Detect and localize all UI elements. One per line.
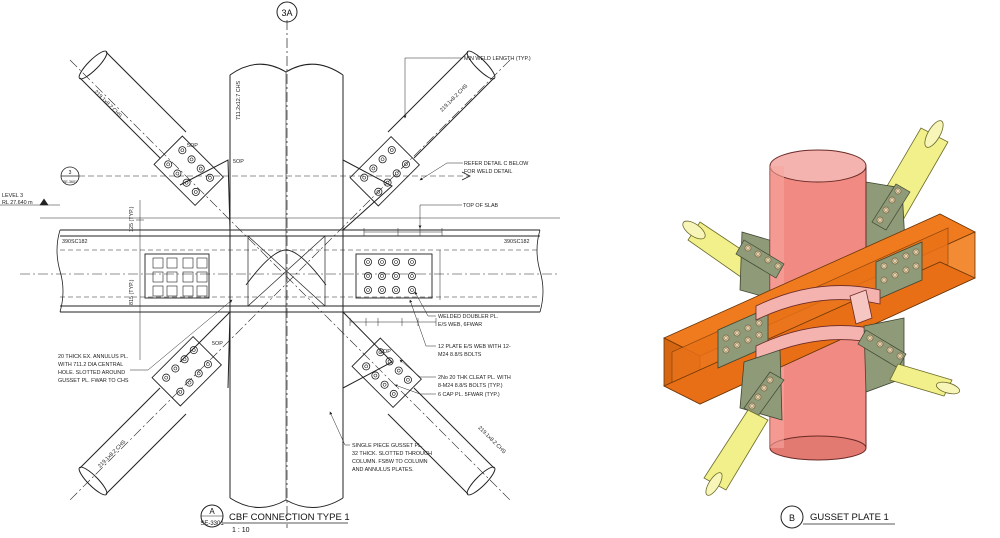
elevation-drawing — [0, 1, 560, 528]
annotation-gusset-1: SINGLE PIECE GUSSET PL. — [352, 443, 423, 449]
brace-upper-right — [387, 50, 496, 159]
annotation-annulus-3: HOLE. SLOTTED AROUND — [58, 370, 125, 376]
cleat-plate-lr — [351, 337, 422, 408]
annotation-cleat-2: 8-M24 8.8/S BOLTS (TYP.) — [438, 383, 503, 389]
annotation-gusset-3: COLUMN. FSBW TO COLUMN — [352, 459, 428, 465]
brace-lower-right — [387, 387, 496, 496]
brace-lower-left — [78, 387, 187, 496]
title-block-a: A SE-3301 CBF CONNECTION TYPE 1 1 : 10 — [200, 504, 350, 534]
web-plate-left — [144, 253, 210, 299]
side-dim-2: 815 (TYP.) — [129, 279, 135, 305]
annotation-refer-detail-2: FOR WELD DETAIL — [464, 169, 512, 175]
weld-mark-2: 5OP — [233, 159, 244, 165]
cleat-3d-upper-right — [871, 183, 911, 231]
dimension-lines — [136, 200, 443, 360]
level-rl: RL 27.640 m — [2, 200, 33, 206]
isometric-model — [663, 120, 976, 496]
column — [229, 63, 344, 508]
section-marker — [60, 166, 471, 186]
web-plate-3d-right — [875, 241, 923, 301]
annotation-plate-bolts-1: 12 PLATE E/S WEB WITH 12- — [438, 344, 511, 350]
weld-mark-4: 5OP — [380, 349, 391, 355]
cleat-plate-ul — [153, 135, 224, 206]
level-label: LEVEL 3 — [2, 193, 23, 199]
section-marker-bottom: SE-3601 — [63, 180, 77, 184]
brace-3d-lower-right — [889, 363, 961, 397]
brace-label-ur: 219.1x8.2 CHS — [439, 83, 469, 113]
brace-label-ul: 219.1x8.2 CHS — [93, 89, 123, 119]
beam — [40, 217, 560, 313]
weld-mark-1: 5OP — [187, 143, 198, 149]
annotation-doubler-2: E/S WEB, 6FWAR — [438, 322, 482, 328]
annotation-cleat-1: 2No 20 THK CLEAT PL. WITH — [438, 375, 511, 381]
title-b-text: GUSSET PLATE 1 — [810, 512, 889, 523]
gusset-plate — [179, 159, 393, 389]
title-block-b: B GUSSET PLATE 1 — [780, 505, 895, 529]
annulus-plate-3d — [755, 285, 881, 361]
stiffener-lines — [247, 235, 326, 307]
annotation-annulus-4: GUSSET PL. FWAR TO CHS — [58, 378, 129, 384]
web-plate-right — [355, 253, 433, 299]
cleat-plate-ll — [151, 336, 222, 407]
brace-3d-lower-left — [703, 409, 769, 496]
cleat-3d-upper-left — [735, 239, 785, 279]
brace-upper-left — [78, 50, 187, 159]
title-a-scale: 1 : 10 — [232, 527, 250, 534]
annotation-min-weld: MIN WELD LENGTH (TYP.) — [464, 56, 531, 62]
title-a-text: CBF CONNECTION TYPE 1 — [229, 512, 350, 523]
title-a-letter: A — [209, 507, 215, 516]
column-label: 711.2x12.7 CHS — [236, 80, 242, 120]
annotation-annulus-1: 20 THICK EX. ANNULUS PL. — [58, 354, 128, 360]
level-marker — [0, 198, 60, 206]
title-b-letter: B — [789, 513, 795, 523]
brace-label-ll: 219.1x8.2 CHS — [97, 439, 127, 469]
annotation-doubler-1: WELDED DOUBLER PL. — [438, 314, 498, 320]
section-marker-top: 3 — [69, 170, 72, 176]
side-dim-1: 125 (TYP.) — [129, 206, 135, 232]
beam-label-right: 390SC182 — [504, 239, 529, 245]
annotation-plate-bolts-2: M24 8.8/S BOLTS — [438, 352, 482, 358]
brace-label-lr: 219.1x8.2 CHS — [477, 425, 507, 455]
grid-label-3a: 3A — [281, 8, 292, 18]
title-a-sheet: SE-3301 — [200, 521, 224, 527]
annotation-refer-detail-1: REFER DETAIL C BELOW — [464, 161, 529, 167]
leader-lines — [130, 57, 463, 446]
annotation-gusset-2: 32 THICK. SLOTTED THROUGH — [352, 451, 432, 457]
annotation-annulus-2: WITH 711.2 DIA CENTRAL — [58, 362, 123, 368]
cleat-plate-ur — [349, 136, 420, 207]
brace-centerlines — [20, 59, 560, 501]
beam-label-left: 390SC182 — [62, 239, 87, 245]
top-of-slab-label: TOP OF SLAB — [463, 203, 499, 209]
annotation-gusset-4: AND ANNULUS PLATES. — [352, 467, 414, 473]
annotation-cap: 6 CAP PL. 5FWAR (TYP.) — [438, 392, 500, 398]
weld-mark-3: 5OP — [212, 341, 223, 347]
